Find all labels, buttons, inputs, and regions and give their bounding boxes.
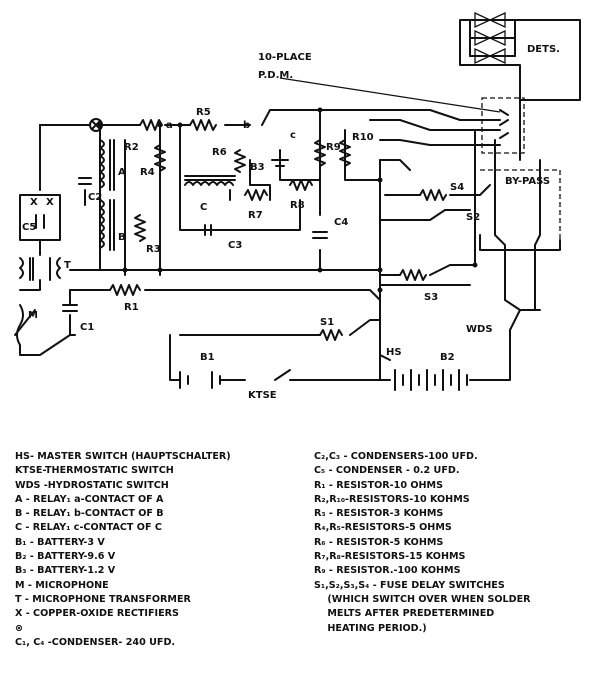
s1-label: S1	[320, 317, 334, 328]
legend-right-line: C₅ - CONDENSER - 0.2 UFD.	[314, 465, 460, 477]
contact-c-label: c	[290, 130, 296, 141]
pdm-label-line2: P.D.M.	[258, 70, 293, 81]
legend-left-line: B₁ - BATTERY-3 V	[15, 536, 105, 548]
c1-label: C1	[80, 322, 94, 333]
junctions	[97, 107, 478, 293]
s4-label: S4	[450, 182, 464, 193]
legend-right-line: R₁ - RESISTOR-10 OHMS	[314, 479, 443, 491]
legend-left-line: B₃ - BATTERY-1.2 V	[15, 565, 116, 577]
legend-left: HS- MASTER SWITCH (HAUPTSCHALTER) KTSE-TH…	[15, 450, 231, 650]
rectifier-x2-label: X	[46, 197, 54, 208]
legend-left-line: A - RELAY₁ a-CONTACT OF A	[15, 493, 164, 505]
legend-right: C₂,C₃ - CONDENSERS-100 UFD. C₅ - CONDENSE…	[314, 450, 531, 636]
detonators	[469, 11, 516, 65]
legend-left-line: T - MICROPHONE TRANSFORMER	[15, 593, 191, 605]
legend-left-line: B₂ - BATTERY-9.6 V	[15, 551, 116, 563]
legend-right-line: R₆ - RESISTOR-5 KOHMS	[314, 536, 444, 548]
contact-a-label: a	[166, 120, 173, 131]
r7-label: R7	[248, 210, 263, 221]
legend-right-line: HEATING PERIOD.)	[314, 622, 427, 634]
legend-left-line: C - RELAY₁ c-CONTACT OF C	[15, 522, 162, 534]
legend-right-line: MELTS AFTER PREDETERMINED	[314, 608, 495, 620]
legend-left-line: C₁, C₄ -CONDENSER- 240 UFD.	[15, 636, 176, 648]
microphone	[14, 279, 71, 356]
legend-left-line: ⊗	[15, 622, 24, 634]
wiring	[39, 19, 581, 381]
relay-b-label: B	[118, 232, 126, 243]
capacitors	[35, 177, 328, 312]
batteries	[179, 159, 468, 391]
ktse-label: KTSE	[248, 390, 277, 401]
transformer-label: T	[64, 260, 71, 271]
dets-label: DETS.	[527, 44, 560, 55]
c4-label: C4	[334, 217, 348, 228]
r1-label: R1	[124, 302, 139, 313]
s3-label: S3	[424, 292, 438, 303]
bypass-label: BY-PASS	[505, 176, 550, 187]
legend-right-line: R₃ - RESISTOR-3 KOHMS	[314, 508, 444, 520]
c5-label: C5	[22, 222, 36, 233]
microphone-label: M	[28, 310, 38, 321]
legend-right-line: R₇,R₈-RESISTORS-15 KOHMS	[314, 551, 466, 563]
legend-left-line: HS- MASTER SWITCH (HAUPTSCHALTER)	[15, 451, 231, 462]
r2-label: R2	[124, 142, 139, 153]
b3-label: B3	[250, 162, 265, 173]
c3-label: C3	[228, 240, 242, 251]
r5-label: R5	[196, 107, 211, 118]
r6-label: R6	[212, 147, 227, 158]
resistors	[109, 119, 447, 341]
relay-c-label: C	[200, 202, 207, 213]
legend-left-line: M - MICROPHONE	[15, 579, 109, 591]
r3-label: R3	[146, 244, 161, 255]
legend-right-line: R₉ - RESISTOR.-100 KOHMS	[314, 565, 461, 577]
wds-label: WDS	[466, 324, 493, 335]
legend-left-line: B - RELAY₁ b-CONTACT OF B	[15, 508, 164, 520]
legend-right-line: S₁,S₂,S₃,S₄ - FUSE DELAY SWITCHES	[314, 579, 505, 591]
r10-label: R10	[352, 132, 374, 143]
r9-label: R9	[326, 142, 341, 153]
s2-label: S2	[466, 212, 480, 223]
r8-label: R8	[290, 200, 305, 211]
c2-label: C2	[88, 192, 102, 203]
b2-label: B2	[440, 352, 455, 363]
legend-right-line: (WHICH SWITCH OVER WHEN SOLDER	[314, 593, 531, 605]
pdm-box	[279, 77, 525, 154]
b1-label: B1	[200, 352, 215, 363]
hs-label: HS	[386, 347, 402, 358]
legend-left-line: KTSE-THERMOSTATIC SWITCH	[15, 465, 174, 477]
relay-coils	[19, 139, 236, 281]
relay-a-label: A	[118, 167, 126, 178]
legend-left-line: X - COPPER-OXIDE RECTIFIERS	[15, 608, 179, 620]
contact-b-label: b	[243, 120, 250, 131]
circuit-schematic: 10-PLACE P.D.M. DETS. BY-PASS A B C a b …	[14, 11, 581, 401]
component-labels: 10-PLACE P.D.M. DETS. BY-PASS A B C a b …	[22, 44, 560, 401]
pdm-label-line1: 10-PLACE	[258, 52, 312, 63]
rectifier-x1-label: X	[30, 197, 38, 208]
legend-left-line: WDS -HYDROSTATIC SWITCH	[15, 479, 169, 491]
legend-right-line: R₄,R₅-RESISTORS-5 OHMS	[314, 522, 452, 534]
legend-right-line: R₂,R₁₀-RESISTORS-10 KOHMS	[314, 493, 470, 505]
r4-label: R4	[140, 167, 155, 178]
legend-right-line: C₂,C₃ - CONDENSERS-100 UFD.	[314, 451, 478, 462]
